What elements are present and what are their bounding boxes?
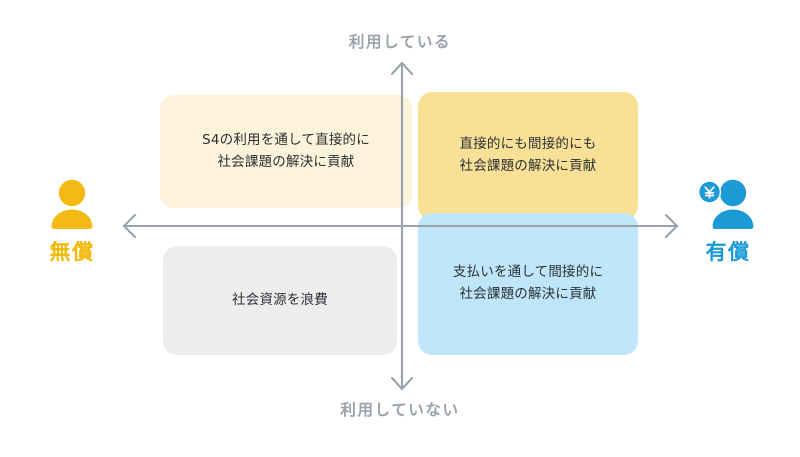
person-icon — [51, 179, 93, 229]
axis-arrow-up-icon — [390, 61, 414, 76]
quadrant-top-left-text: S4の利用を通して直接的に 社会課題の解決に貢献 — [202, 131, 370, 170]
quadrant-bottom-left-text: 社会資源を浪費 — [232, 291, 328, 308]
quadrant-bottom-right: 支払いを通して間接的に 社会課題の解決に貢献 — [418, 213, 638, 355]
axis-endpoint-left: 無償 — [12, 178, 132, 263]
axis-label-top: 利用している — [348, 33, 452, 51]
quadrant-top-right-text: 直接的にも間接的にも 社会課題の解決に貢献 — [459, 136, 597, 174]
axis-endpoint-left-label: 無償 — [49, 240, 95, 264]
quadrant-top-left: S4の利用を通して直接的に 社会課題の解決に貢献 — [160, 95, 412, 208]
person-with-yen-coin-icon — [697, 179, 754, 229]
axis-label-bottom: 利用していない — [340, 401, 460, 419]
quadrant-bottom-right-text: 支払いを通して間接的に 社会課題の解決に貢献 — [452, 264, 604, 302]
axis-endpoint-right-label: 有償 — [705, 240, 751, 264]
axis-arrow-down-icon — [390, 376, 414, 391]
axis-endpoint-right: 有償 — [668, 178, 788, 263]
quadrant-top-right: 直接的にも間接的にも 社会課題の解決に貢献 — [418, 92, 638, 220]
quadrant-bottom-left: 社会資源を浪費 — [163, 246, 397, 355]
